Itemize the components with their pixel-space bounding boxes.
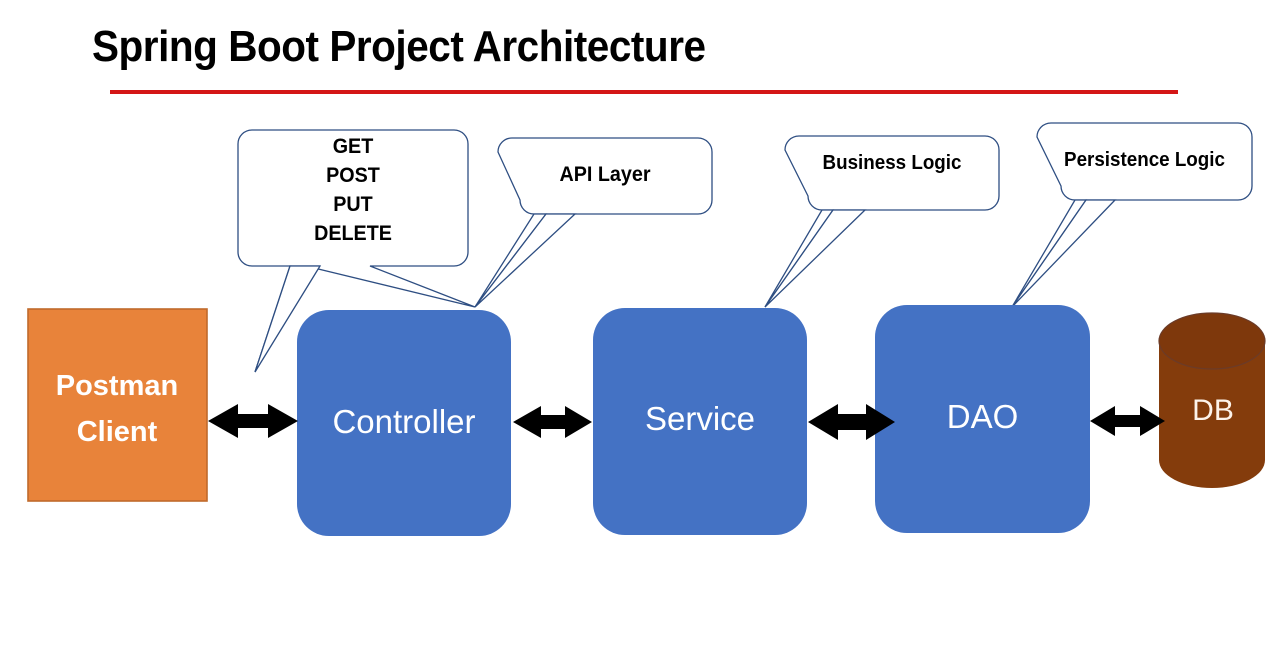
http-methods-callout (237, 129, 476, 373)
node-service-label: Service (644, 400, 756, 437)
postman-label-line-2: Client (76, 416, 158, 448)
postman-label-line-1: Postman (55, 370, 179, 402)
node-db[interactable] (1158, 312, 1266, 488)
http-method-delete: DELETE (314, 222, 392, 245)
conn-client-controller (208, 404, 298, 438)
page-title: Spring Boot Project Architecture (92, 22, 706, 71)
http-methods-callout-label: GET POST PUT DELETE (245, 132, 461, 248)
node-db-label: DB (1192, 394, 1234, 427)
conn-controller-service (513, 406, 592, 438)
persistence-logic-callout (1011, 122, 1253, 308)
title-underline-rule (110, 90, 1178, 94)
conn-service-dao (808, 404, 895, 440)
node-service[interactable] (593, 308, 807, 535)
node-controller[interactable] (297, 310, 511, 536)
conn-dao-db (1090, 406, 1165, 436)
node-dao-label: DAO (946, 398, 1019, 435)
persistence-logic-callout-label: Persistence Logic (1064, 149, 1225, 171)
http-method-post: POST (326, 164, 380, 187)
api-layer-callout (474, 137, 713, 308)
node-dao[interactable] (875, 305, 1090, 533)
api-layer-callout-label: API Layer (559, 163, 651, 186)
node-postman-client[interactable] (27, 308, 208, 502)
node-controller-label: Controller (332, 403, 476, 440)
business-logic-callout-label: Business Logic (822, 152, 962, 174)
business-logic-callout (764, 135, 1000, 308)
http-method-put: PUT (333, 193, 373, 216)
http-method-get: GET (332, 135, 374, 158)
node-postman-client-label: Postman Client (28, 363, 206, 455)
